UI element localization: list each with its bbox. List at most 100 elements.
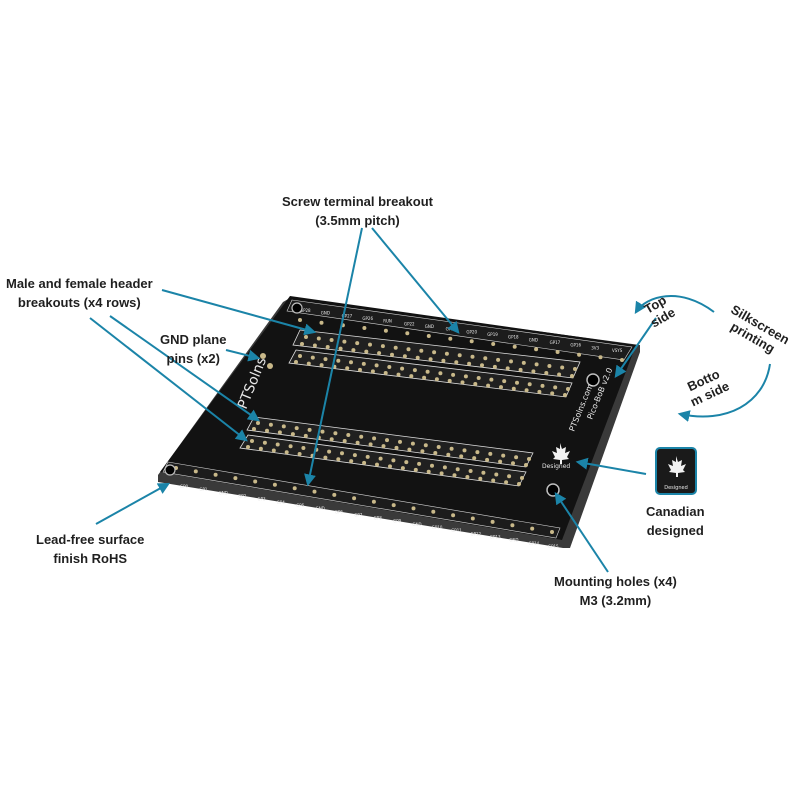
solder-pad <box>520 476 524 480</box>
bottom-pin-label: GP9 <box>393 519 402 524</box>
solder-pad <box>489 377 494 382</box>
solder-pad <box>301 446 306 450</box>
solder-pad <box>448 336 453 341</box>
solder-pad <box>577 352 582 357</box>
solder-pad <box>496 357 501 362</box>
solder-pad <box>362 460 367 465</box>
solder-pad <box>451 372 456 377</box>
solder-pad <box>365 454 370 459</box>
solder-pad <box>193 469 198 474</box>
solder-pad <box>364 349 369 354</box>
mounting-hole <box>291 302 303 314</box>
solder-pad <box>213 472 218 477</box>
solder-pad <box>375 462 379 467</box>
top-pin-label: GP18 <box>508 335 519 340</box>
solder-pad <box>468 469 473 473</box>
solder-pad <box>501 453 506 458</box>
solder-pad <box>488 451 493 456</box>
solder-pad <box>494 472 499 477</box>
solder-pad <box>428 357 433 362</box>
gnd-pin <box>260 353 266 359</box>
solder-pad <box>342 339 347 344</box>
solder-pad <box>469 339 474 344</box>
solder-pad <box>250 439 254 443</box>
solder-pad <box>486 383 491 388</box>
callout-header-breakouts: Male and female header breakouts (x4 row… <box>6 276 153 310</box>
solder-pad <box>446 452 451 457</box>
maple-leaf-icon <box>552 443 570 464</box>
solder-pad <box>413 467 418 472</box>
callout-lead-free: Lead-free surface finish RoHS <box>36 532 145 566</box>
bottom-pin-label: GP14 <box>529 541 540 546</box>
solder-pad <box>359 434 364 439</box>
callout-screw-terminal: Screw terminal breakout (3.5mm pitch) <box>282 194 433 228</box>
mounting-hole <box>164 464 176 476</box>
solder-pad <box>405 331 410 336</box>
solder-pad <box>329 437 334 442</box>
solder-pad <box>409 374 414 379</box>
solder-pad <box>268 422 273 427</box>
solder-pad <box>490 519 495 524</box>
solder-pad <box>511 386 516 391</box>
solder-pad <box>351 348 356 353</box>
top-pin-label: GP20 <box>466 329 477 334</box>
solder-pad <box>511 461 515 466</box>
bottom-pin-label: GP13 <box>490 535 501 540</box>
solder-pad <box>342 439 347 443</box>
solder-pad <box>338 346 343 351</box>
solder-pad <box>327 449 332 454</box>
solder-pad <box>417 461 422 466</box>
solder-pad <box>447 378 452 383</box>
solder-pad <box>485 457 490 462</box>
solder-pad <box>483 356 488 361</box>
bottom-pin-label: GP3 <box>258 497 267 502</box>
badge-text: Designed <box>664 485 688 491</box>
solder-pad <box>527 382 532 387</box>
solder-pad <box>467 361 472 366</box>
top-pin-label: GP17 <box>550 340 561 345</box>
solder-pad <box>550 530 554 534</box>
bottom-pin-label: GP6 <box>335 509 344 514</box>
solder-pad <box>412 368 417 373</box>
top-pin-label: RUN <box>383 319 392 324</box>
solder-pad <box>498 459 503 464</box>
solder-pad <box>530 526 535 531</box>
solder-pad <box>333 431 338 436</box>
solder-pad <box>398 439 402 444</box>
solder-pad <box>400 466 405 471</box>
solder-pad <box>480 363 484 368</box>
solder-pad <box>598 355 603 360</box>
top-pin-label: GND <box>321 311 330 316</box>
solder-pad <box>547 364 552 368</box>
solder-pad <box>476 376 481 380</box>
solder-pad <box>385 438 389 443</box>
solder-pad <box>303 433 308 438</box>
solder-pad <box>499 385 503 390</box>
solder-pad <box>323 455 328 460</box>
solder-pad <box>396 372 401 377</box>
solder-pad <box>252 427 256 431</box>
solder-pad <box>265 428 269 433</box>
solder-pad <box>387 365 392 369</box>
solder-pad <box>570 374 574 378</box>
top-pin-label: GND <box>529 337 538 342</box>
solder-pad <box>454 360 459 365</box>
solder-pad <box>307 427 312 432</box>
solder-pad <box>560 365 565 370</box>
solder-pad <box>381 444 386 449</box>
solder-pad <box>411 506 416 511</box>
solder-pad <box>345 366 350 371</box>
top-pin-label: 3V3 <box>591 345 599 350</box>
solder-pad <box>420 449 425 454</box>
bottom-pin-label: GP2 <box>238 494 247 499</box>
solder-pad <box>527 457 531 461</box>
solder-pad <box>323 357 328 362</box>
top-pin-label: GND <box>425 324 434 329</box>
solder-pad <box>284 450 289 455</box>
solder-pad <box>573 367 577 371</box>
solder-pad <box>620 358 624 362</box>
solder-pad <box>431 509 436 514</box>
solder-pad <box>537 389 542 394</box>
solder-pad <box>400 366 405 371</box>
